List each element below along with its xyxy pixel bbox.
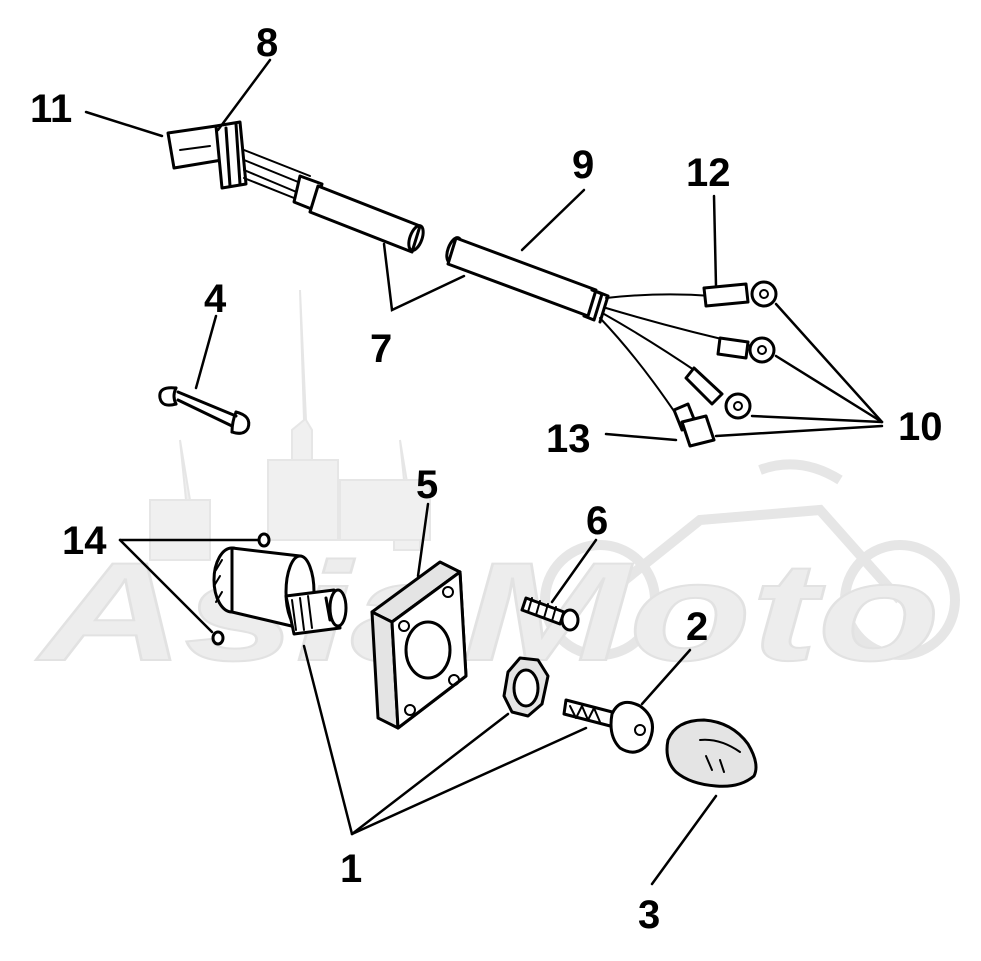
callout-14: 14 <box>62 519 107 563</box>
ignition-switch <box>212 546 348 636</box>
watermark-text: AsiaMoto <box>36 533 940 690</box>
ring-terminal-lower <box>684 366 752 420</box>
watermark-motorcycle <box>540 459 960 660</box>
leader-lines <box>84 58 884 886</box>
retaining-clip <box>158 386 251 435</box>
callout-4: 4 <box>204 277 227 321</box>
callout-8: 8 <box>256 21 278 65</box>
callout-12: 12 <box>686 151 731 195</box>
callout-13: 13 <box>546 417 591 461</box>
switch-boot <box>665 718 758 788</box>
watermark-skyline <box>149 289 431 561</box>
callout-7: 7 <box>370 327 392 371</box>
callout-labels: 8 11 9 12 4 7 10 13 5 6 14 2 1 3 <box>30 21 943 937</box>
callout-1: 1 <box>340 847 362 891</box>
set-screws <box>211 532 271 646</box>
callout-10: 10 <box>898 405 943 449</box>
watermark: AsiaMoto <box>35 289 960 691</box>
callout-3: 3 <box>638 893 660 937</box>
callout-5: 5 <box>416 463 438 507</box>
hex-nut <box>502 656 550 718</box>
harness-connector <box>166 120 425 254</box>
spade-terminal-13 <box>672 402 716 448</box>
mounting-screw <box>520 596 580 632</box>
callout-6: 6 <box>586 499 608 543</box>
ring-terminal-middle <box>716 336 776 364</box>
callout-9: 9 <box>572 143 594 187</box>
callout-11: 11 <box>30 87 72 131</box>
mounting-plate <box>370 560 468 730</box>
harness-cable <box>445 236 778 448</box>
ignition-key <box>562 698 654 754</box>
callout-2: 2 <box>686 605 708 649</box>
ring-terminal-12 <box>702 280 778 308</box>
